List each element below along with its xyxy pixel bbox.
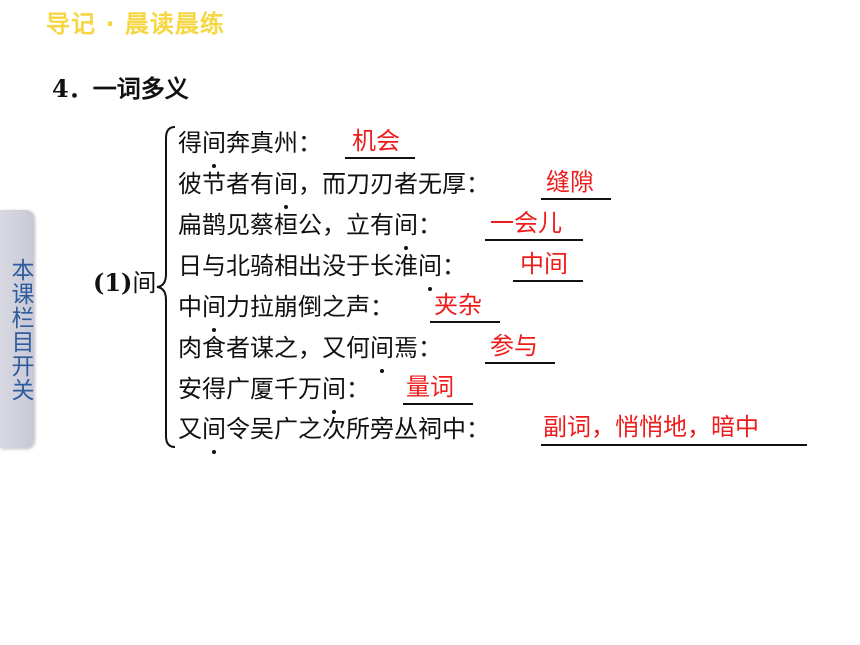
- emphasis-char: 间: [202, 410, 226, 454]
- word-char: 间: [132, 269, 157, 297]
- header-title: 导记 · 晨读晨练: [46, 10, 225, 38]
- emphasis-char: 间: [202, 124, 226, 168]
- usage-sentence-2: 彼节者有间，而刀刃者无厚：: [178, 165, 490, 209]
- answer-blank-4: [513, 280, 583, 282]
- side-tab-label: 本课栏目开关: [7, 258, 33, 402]
- side-tab-toggle[interactable]: 本课栏目开关: [0, 210, 34, 448]
- usage-sentence-8: 又间令吴广之次所旁丛祠中：: [178, 410, 490, 454]
- usage-sentence-7: 安得广厦千万间：: [178, 370, 370, 414]
- answer-blank-5: [430, 321, 500, 323]
- answer-6: 参与: [490, 332, 538, 360]
- usage-sentence-1: 得间奔真州：: [178, 124, 322, 168]
- emphasis-char: 间: [274, 165, 298, 209]
- usage-sentence-3: 扁鹊见蔡桓公，立有间：: [178, 206, 442, 250]
- usage-sentence-6: 肉食者谋之，又何间焉：: [178, 329, 442, 373]
- emphasis-char: 间: [322, 370, 346, 414]
- answer-4: 中间: [520, 250, 568, 278]
- emphasis-char: 间: [202, 288, 226, 332]
- word-number: (1): [93, 268, 133, 297]
- answer-blank-2: [541, 198, 611, 200]
- answer-blank-7: [403, 403, 473, 405]
- emphasis-char: 间: [394, 206, 418, 250]
- answer-5: 夹杂: [434, 291, 482, 319]
- answer-blank-1: [345, 157, 415, 159]
- emphasis-char: 间: [370, 329, 394, 373]
- answer-blank-8: [541, 444, 807, 446]
- usage-sentence-4: 日与北骑相出没于长淮间：: [178, 247, 466, 291]
- answer-1: 机会: [352, 127, 400, 155]
- answer-7: 量词: [406, 373, 454, 401]
- usage-sentence-5: 中间力拉崩倒之声：: [178, 288, 394, 332]
- polysemy-word: (1)间: [93, 266, 156, 300]
- section-title: 4．一词多义: [52, 74, 189, 103]
- left-brace: [156, 126, 176, 448]
- answer-blank-6: [485, 362, 555, 364]
- answer-8: 副词，悄悄地，暗中: [543, 413, 759, 441]
- answer-3: 一会儿: [490, 209, 562, 237]
- answer-blank-3: [485, 239, 583, 241]
- answer-2: 缝隙: [546, 168, 594, 196]
- emphasis-char: 间: [418, 247, 442, 291]
